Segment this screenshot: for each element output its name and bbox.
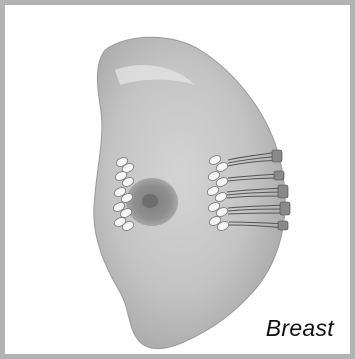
breast-anatomy-illustration [10,10,355,359]
figure-caption: Breast [266,315,334,342]
nipple [142,194,158,208]
